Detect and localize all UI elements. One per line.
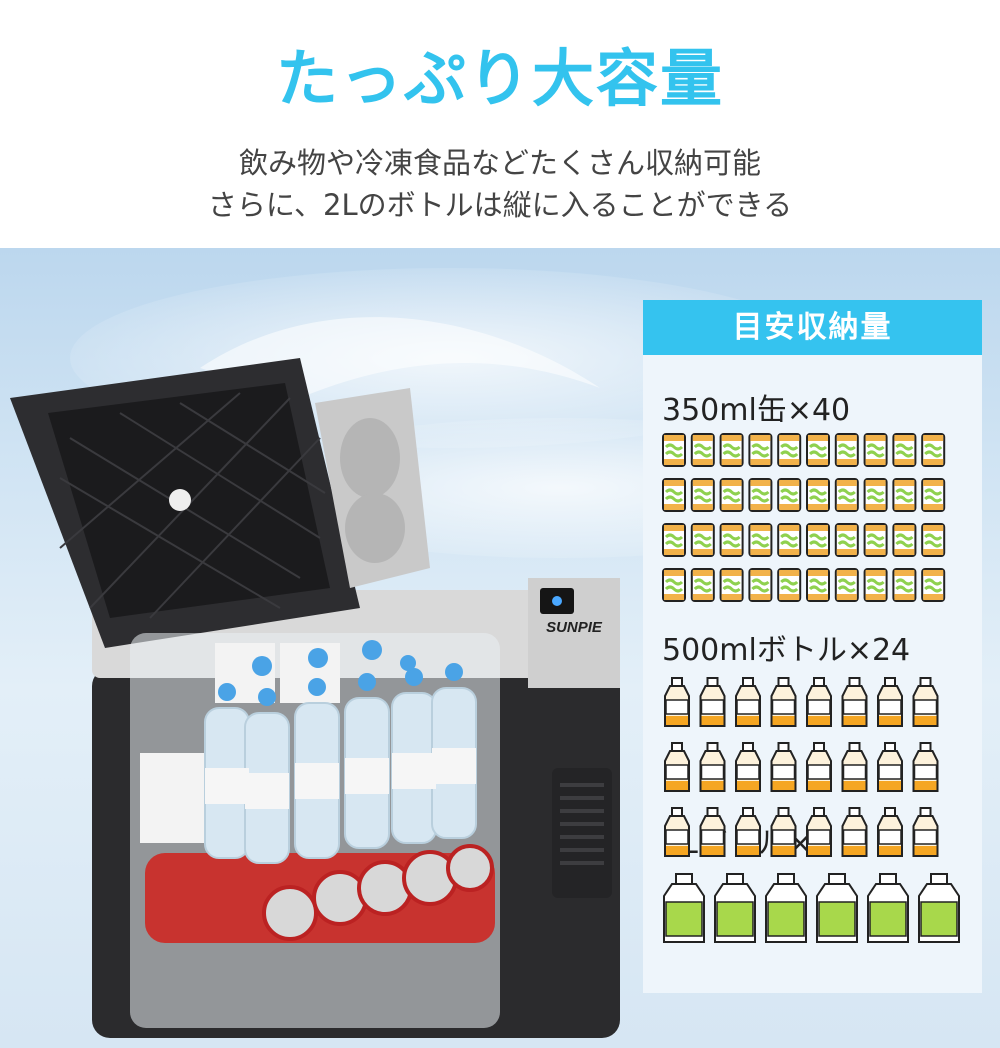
can-capacity-label: 350ml缶×40 bbox=[662, 393, 851, 428]
lid-vent-hole bbox=[169, 489, 191, 511]
milk-carton bbox=[140, 753, 210, 843]
capacity-panel bbox=[643, 300, 982, 993]
header: たっぷり大容量 飲み物や冷凍食品などたくさん収納可能 さらに、2Lのボトルは縦に… bbox=[0, 0, 1000, 248]
bottle-caps bbox=[218, 640, 463, 706]
side-vent bbox=[552, 768, 612, 898]
brand-logo: SUNPIE bbox=[546, 619, 603, 636]
lying-cans bbox=[145, 844, 495, 943]
vent-holes bbox=[560, 783, 604, 865]
bottle-labels bbox=[205, 748, 476, 809]
capacity-panel-title: 目安収納量 bbox=[643, 300, 982, 355]
page-subtitle: 飲み物や冷凍食品などたくさん収納可能 さらに、2Lのボトルは縦に入ることができる bbox=[0, 142, 1000, 226]
bottle-2l-capacity-label: 2Lボトル×6 bbox=[662, 826, 833, 861]
subtitle-line-1: 飲み物や冷凍食品などたくさん収納可能 bbox=[238, 146, 761, 180]
page-title: たっぷり大容量 bbox=[275, 42, 724, 115]
portable-fridge-image: SUNPIE bbox=[10, 358, 620, 1038]
bottle-500ml-capacity-label: 500mlボトル×24 bbox=[662, 633, 911, 668]
subtitle-line-2: さらに、2Lのボトルは縦に入ることができる bbox=[207, 188, 793, 222]
